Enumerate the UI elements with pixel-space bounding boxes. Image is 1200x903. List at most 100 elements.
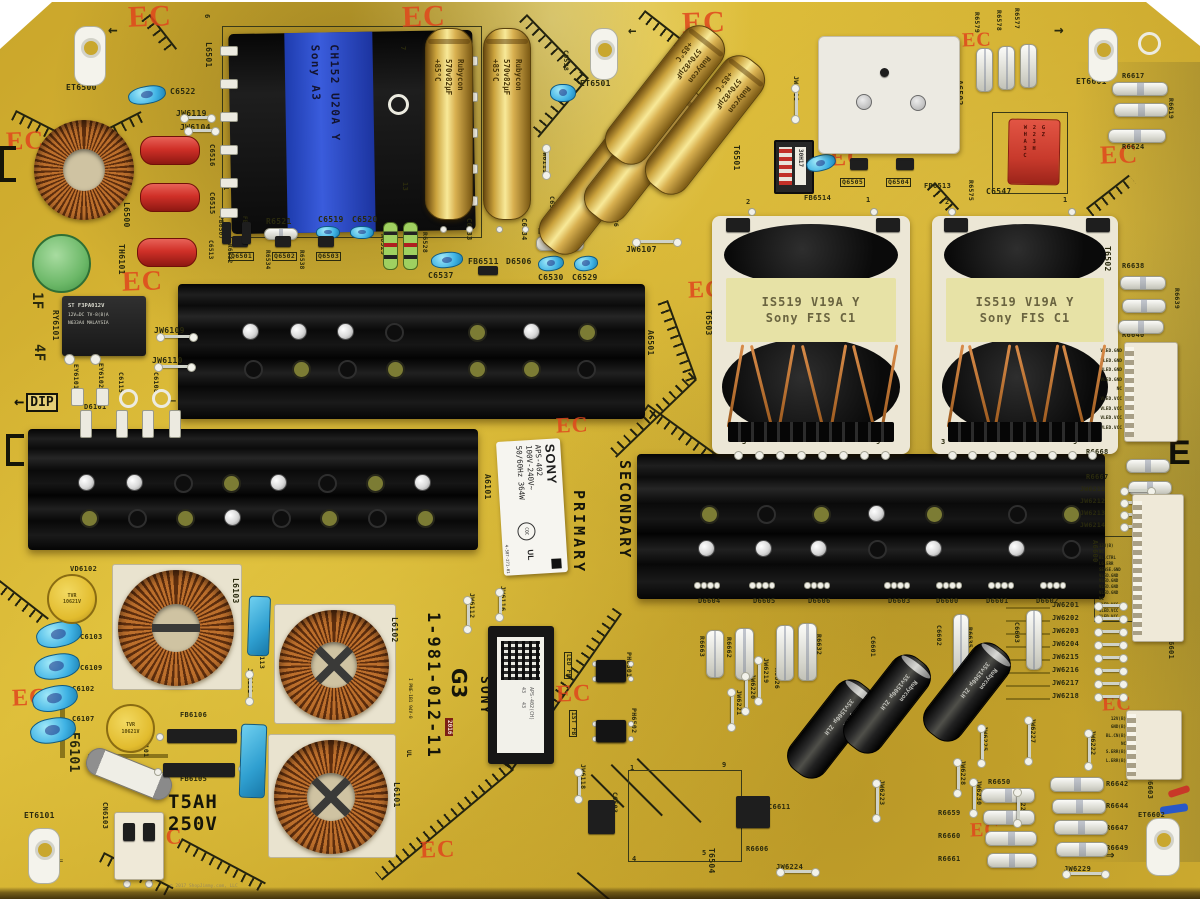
silkscreen-label: ET6602: [1138, 811, 1166, 819]
cn6603-pin-label: NC: [1120, 740, 1126, 746]
silkscreen-label: D6101: [84, 403, 107, 411]
solder-pad: [860, 451, 869, 460]
silkscreen-label: 5: [702, 849, 707, 857]
resistor: [976, 48, 993, 92]
transformer-pin-comb: [948, 422, 1102, 442]
silkscreen-label: T6501: [732, 145, 741, 171]
a6600-pin-label: BL.CTRL: [1099, 554, 1116, 560]
silkscreen-label: ←: [108, 20, 118, 39]
a6600-pin-label: SENSE.GND: [1099, 566, 1121, 572]
solder-pad: [884, 582, 891, 589]
silkscreen-label: R6619: [1167, 98, 1175, 120]
resistor: [706, 630, 724, 678]
plated-hole: [152, 389, 171, 408]
ceramic-capacitor-blue: [32, 650, 82, 683]
silkscreen-label: R6624: [1122, 143, 1145, 151]
silkscreen-label: L6102: [390, 617, 399, 643]
copper-trace: [1006, 698, 1050, 700]
silkscreen-label: EY6101: [72, 364, 80, 390]
silkscreen-label: C6519: [318, 215, 344, 224]
isolation-hatch-line: [0, 580, 49, 627]
silkscreen-outline: [628, 770, 742, 862]
resistor: [1054, 820, 1108, 835]
heatsink-screw-hole: [337, 323, 354, 340]
label-barcode: [551, 558, 562, 569]
component-pin: [96, 388, 109, 406]
resistor: [1026, 610, 1042, 670]
gold-capacitor: Rubycon 570v82µF +85°C: [483, 28, 531, 220]
silkscreen-label: JW6204: [1052, 640, 1080, 648]
silkscreen-label: JW6109: [154, 326, 185, 335]
heatsink-screw-hole: [292, 360, 311, 379]
jumper-wire: [1094, 653, 1128, 663]
ec-stamp: EC: [127, 0, 173, 34]
jumper-wire: [973, 782, 976, 814]
connector-pins: [1133, 500, 1142, 636]
film-capacitor-blue: [246, 595, 272, 657]
silkscreen-label: JW6224: [776, 863, 804, 871]
connector-cn6602: [1124, 342, 1178, 442]
silkscreen-label: D6605: [753, 597, 776, 605]
cover-screw: [910, 95, 926, 111]
jumper-wire: [1094, 692, 1128, 702]
heatsink-screw-hole: [290, 323, 307, 340]
jumper-wire: [1094, 666, 1128, 676]
solder-pad: [1001, 582, 1008, 589]
jumper-wire: [1017, 792, 1020, 824]
silkscreen-label: L6101: [392, 782, 401, 808]
heatsink-screw-hole: [174, 474, 193, 493]
connector-cn6103: [114, 812, 164, 880]
silkscreen-label: 4: [632, 855, 637, 863]
cn6602-pin-label: NC: [1116, 387, 1122, 393]
jumper-wire: [632, 237, 682, 247]
smd-component: [222, 222, 231, 244]
heatsink-screw-hole: [522, 360, 541, 379]
resistor: [1120, 276, 1166, 290]
optocoupler: [596, 720, 626, 742]
jumper-wire: [156, 332, 198, 342]
silkscreen-label: 13: [401, 182, 409, 192]
pne-marking: I PNE-1B1 94V-0: [407, 678, 412, 719]
solder-pad: [1028, 451, 1037, 460]
silkscreen-label: C6602: [935, 625, 943, 647]
component-pin: [116, 410, 128, 438]
component-pin: [220, 46, 238, 56]
silkscreen-label: JW6107: [626, 245, 657, 254]
silkscreen-label: Q6501: [229, 252, 255, 261]
silkscreen-outline: [992, 112, 1068, 194]
heatsink-secondary: [637, 454, 1105, 599]
silkscreen-label: JW6216: [1052, 666, 1080, 674]
silkscreen-label: R6579: [973, 12, 981, 34]
silkscreen-label: D6506: [506, 257, 532, 266]
connector-slot: [123, 823, 135, 841]
heatsink-screw-hole: [755, 540, 772, 557]
relay-ry6101: ST F3PA012V 12V=DC TV-8(8)A N633A4 MALAY…: [62, 296, 146, 356]
a6600-pin-label: VLED.GND: [1099, 584, 1119, 590]
heatsink-primary: [178, 284, 645, 419]
connector-pins: [1125, 346, 1134, 438]
solder-pad: [817, 582, 824, 589]
silkscreen-label: R6647: [1106, 824, 1129, 832]
heatsink-screw-hole: [385, 323, 404, 342]
silkscreen-label: C6537: [428, 271, 454, 280]
secondary-marking: SECONDARY: [616, 460, 634, 560]
cover-hole: [880, 68, 889, 77]
resistor: [985, 831, 1037, 846]
silkscreen-label: L6500: [122, 202, 131, 228]
silkscreen-label: EY6102: [97, 363, 105, 389]
a6600-pin-label: VLED.VCC: [1099, 614, 1133, 619]
jumper-wire: [731, 692, 734, 728]
qr-code: [501, 641, 540, 680]
ceramic-capacitor-blue: [550, 84, 576, 102]
connector-pins: [1127, 713, 1136, 777]
silkscreen-outline: [222, 26, 482, 238]
heatsink-screw-hole: [80, 509, 99, 528]
a6600-pin-label: NC: [1099, 596, 1104, 602]
ec-stamp: EC: [555, 680, 592, 708]
resistor: [1126, 459, 1170, 473]
component-pin: [220, 145, 238, 155]
resistor-green: [383, 222, 398, 270]
silkscreen-label: JW6119: [176, 109, 207, 118]
silkscreen-label: R6668: [1086, 448, 1109, 456]
